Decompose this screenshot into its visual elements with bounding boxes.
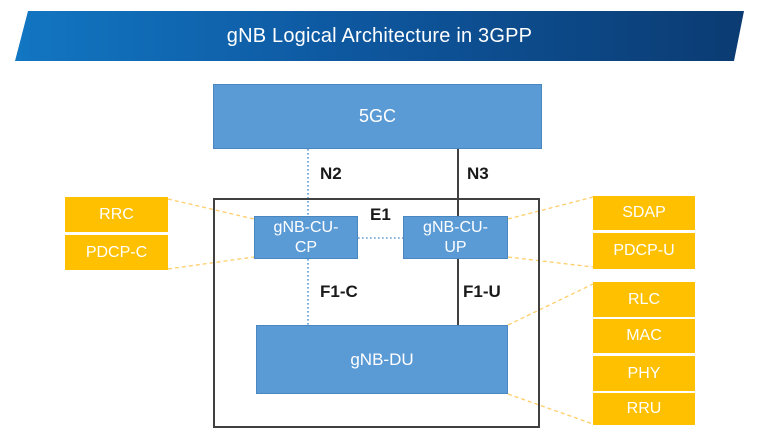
node-gnb-cu-up-label: gNB-CU-UP — [423, 218, 488, 256]
proto-box-rlc: RLC — [593, 282, 695, 317]
proto-box-rrc: RRC — [65, 197, 168, 232]
node-gnb-cu-cp: gNB-CU-CP — [254, 216, 358, 259]
proto-box-rru: RRU — [593, 393, 695, 425]
proto-box-mac-label: MAC — [626, 327, 662, 344]
proto-box-rrc-label: RRC — [99, 205, 134, 223]
proto-box-phy-label: PHY — [627, 364, 661, 382]
proto-box-pdcp-u: PDCP-U — [593, 233, 695, 269]
proto-box-rlc-label: RLC — [627, 290, 660, 308]
title-banner: gNB Logical Architecture in 3GPP — [15, 11, 744, 61]
interface-label-n3: N3 — [467, 164, 489, 183]
proto-box-pdcp-c-label: PDCP-C — [85, 243, 148, 261]
proto-box-mac: MAC — [593, 319, 695, 353]
interface-label-f1u: F1-U — [463, 282, 501, 301]
proto-box-sdap-label: SDAP — [622, 204, 666, 221]
proto-box-pdcp-c: PDCP-C — [65, 235, 168, 270]
node-gnb-cu-cp-label: gNB-CU-CP — [273, 218, 339, 256]
node-5gc: 5GC — [213, 84, 542, 149]
proto-box-rru-label: RRU — [626, 400, 662, 417]
interface-label-n2: N2 — [320, 164, 342, 183]
node-gnb-du-label: gNB-DU — [350, 349, 414, 369]
interface-label-e1: E1 — [370, 205, 391, 224]
interface-label-f1c: F1-C — [320, 282, 358, 301]
node-5gc-label: 5GC — [358, 106, 396, 127]
node-gnb-du: gNB-DU — [256, 325, 508, 394]
proto-box-sdap: SDAP — [593, 196, 695, 230]
node-gnb-cu-up: gNB-CU-UP — [403, 216, 508, 259]
proto-box-phy: PHY — [593, 356, 695, 391]
page-title: gNB Logical Architecture in 3GPP — [226, 24, 533, 47]
gnb-container-box — [213, 198, 540, 428]
proto-box-pdcp-u-label: PDCP-U — [613, 242, 675, 259]
